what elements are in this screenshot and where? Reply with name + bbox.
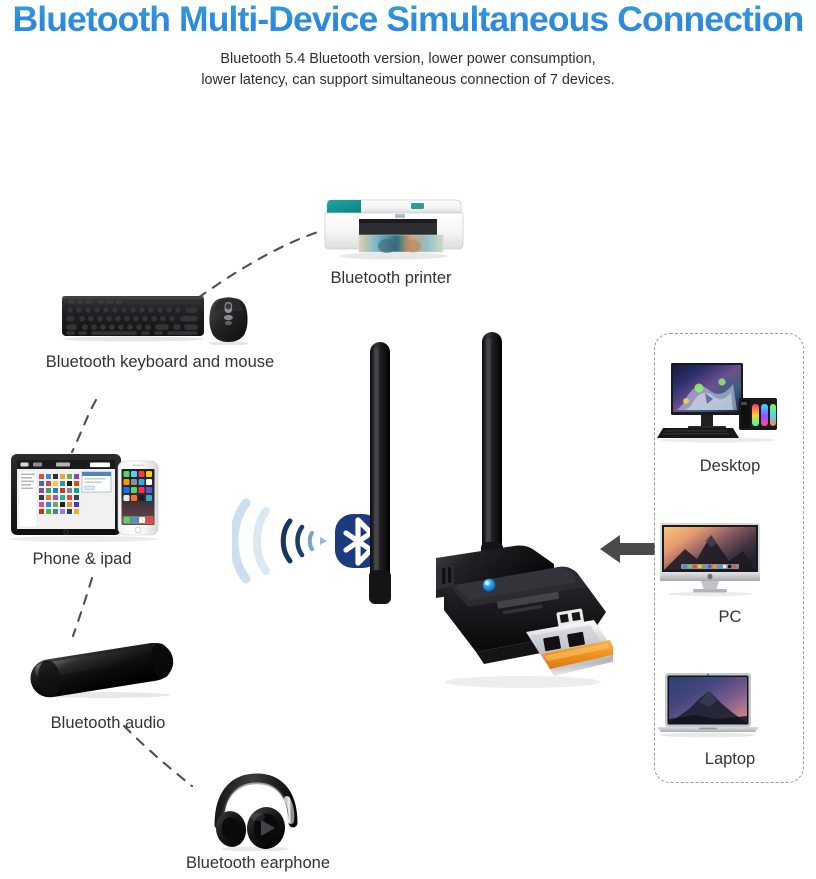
keyboard-mouse-caption: Bluetooth keyboard and mouse xyxy=(45,353,275,371)
connector-to-headphones xyxy=(122,724,194,788)
connected-devices-panel: Desktop xyxy=(654,333,804,783)
bluetooth-printer-image xyxy=(324,199,464,260)
headphones-caption: Bluetooth earphone xyxy=(185,854,331,872)
phone-ipad-image xyxy=(10,454,159,542)
desktop-computer-image xyxy=(657,363,777,443)
signal-arc-inner-2 xyxy=(295,524,305,558)
usb-connector xyxy=(526,620,613,676)
page-title: Bluetooth Multi-Device Simultaneous Conn… xyxy=(0,0,816,40)
device-laptop: Laptop xyxy=(655,669,805,769)
bluetooth-signal-group xyxy=(232,498,381,584)
left-arrow-icon xyxy=(600,535,655,563)
antenna-left xyxy=(369,342,391,604)
connector-to-printer xyxy=(196,230,320,300)
bluetooth-audio-speaker-image xyxy=(30,643,174,698)
antenna-right xyxy=(481,332,503,574)
signal-arc-tip xyxy=(320,537,327,545)
laptop-computer-image xyxy=(657,673,759,738)
imac-computer-image xyxy=(660,523,760,597)
brand-logo-strip xyxy=(497,591,560,615)
laptop-label: Laptop xyxy=(704,750,756,768)
connector-to-speaker xyxy=(71,576,94,638)
device-pc: PC xyxy=(655,519,805,627)
pc-label: PC xyxy=(718,608,742,626)
usb-bluetooth-adapter-image xyxy=(369,332,613,688)
signal-arc-inner-3 xyxy=(307,531,314,551)
desktop-label: Desktop xyxy=(699,457,761,475)
signal-arc-mid xyxy=(253,507,270,575)
device-desktop: Desktop xyxy=(655,360,805,476)
bluetooth-earphone-image xyxy=(214,773,298,851)
signal-arc-outer xyxy=(232,498,251,584)
status-led xyxy=(482,578,496,592)
signal-arc-inner-1 xyxy=(280,518,293,564)
bluetooth-keyboard-mouse-image xyxy=(62,296,249,345)
phone-ipad-caption: Phone & ipad xyxy=(32,550,132,568)
bluetooth-logo-badge xyxy=(335,514,381,568)
subtitle-line-2: lower latency, can support simultaneous … xyxy=(201,72,615,88)
page-subtitle: Bluetooth 5.4 Bluetooth version, lower p… xyxy=(0,49,816,91)
printer-caption: Bluetooth printer xyxy=(330,269,452,287)
subtitle-line-1: Bluetooth 5.4 Bluetooth version, lower p… xyxy=(220,51,596,67)
speaker-caption: Bluetooth audio xyxy=(50,714,166,732)
